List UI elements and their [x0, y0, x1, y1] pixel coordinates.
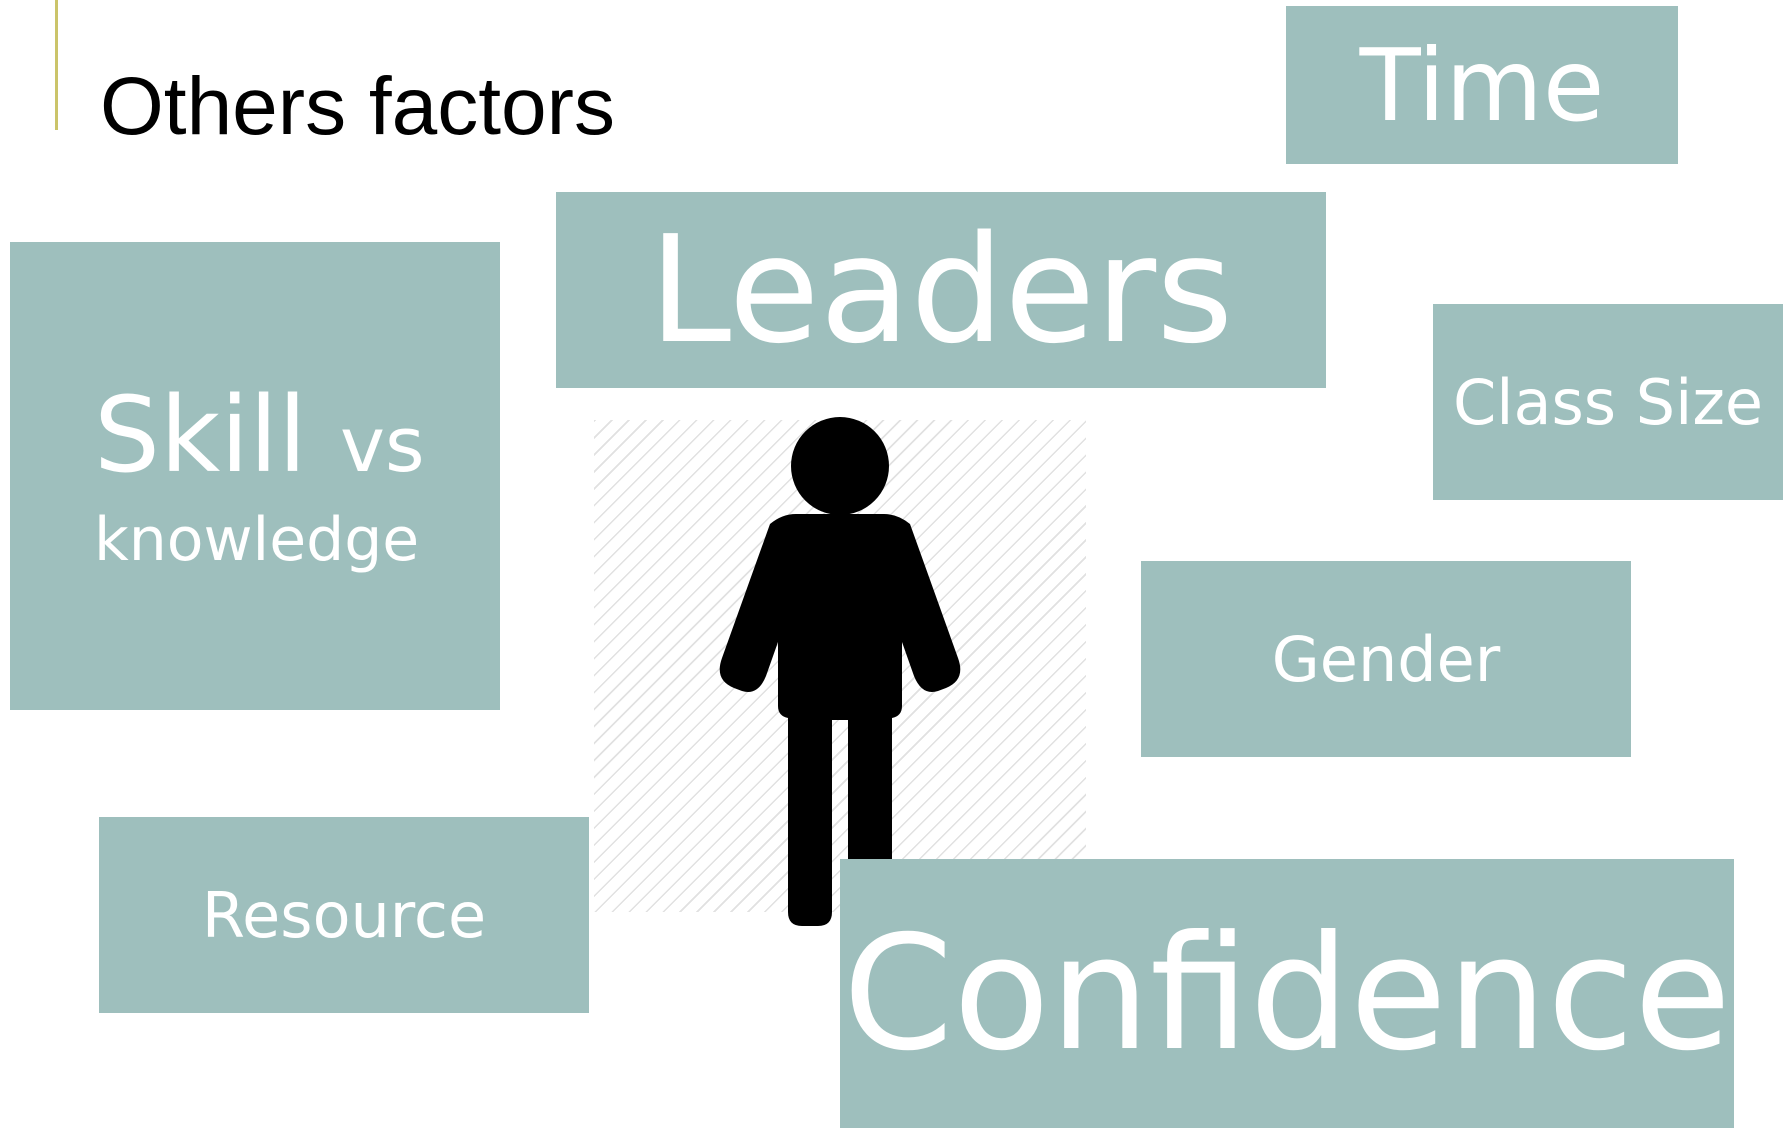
factor-leaders: Leaders — [556, 192, 1326, 388]
skill-line: Skill vs — [94, 374, 425, 497]
factor-resource: Resource — [99, 817, 589, 1013]
vs-label: vs — [340, 400, 425, 490]
skill-label: Skill — [94, 374, 307, 497]
factor-class-size: Class Size — [1433, 304, 1783, 500]
factor-gender: Gender — [1141, 561, 1631, 757]
knowledge-label: knowledge — [94, 504, 420, 575]
title-accent-line — [55, 0, 58, 130]
person-icon — [719, 417, 961, 926]
factor-skill-vs-knowledge: Skill vs knowledge — [10, 242, 500, 710]
slide-title: Others factors — [100, 61, 615, 152]
factor-confidence: Confidence — [840, 859, 1734, 1128]
factor-time: Time — [1286, 6, 1678, 164]
